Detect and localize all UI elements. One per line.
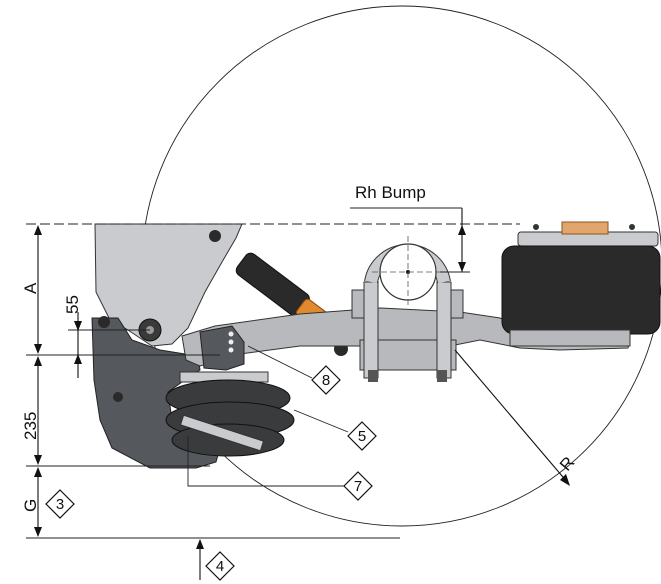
dim-55-arrow-bottom <box>74 354 82 364</box>
dim-a-arrow-bottom <box>34 344 42 354</box>
bracket-bolt-low <box>113 392 123 402</box>
rh-bump-arrow-top <box>458 225 466 235</box>
svg-text:7: 7 <box>354 478 362 495</box>
arm-clevis <box>199 325 245 371</box>
rear-airbag-orange-plate <box>561 221 609 235</box>
dim-g-arrow-bottom <box>34 527 42 537</box>
dim-55-label: 55 <box>63 295 82 314</box>
u-bolt-nut-right <box>437 370 447 382</box>
callout-3: 3 <box>45 489 75 519</box>
u-bolt-left <box>363 281 379 379</box>
radius-line <box>454 349 569 484</box>
rh-bump-arrow-bottom <box>458 262 466 272</box>
dim-4-arrow <box>196 539 204 549</box>
rear-airbag-piston <box>509 329 631 347</box>
clevis-bolt-2 <box>228 339 234 345</box>
dim-g-label: G <box>21 499 40 512</box>
callout-4: 4 <box>205 551 235 581</box>
radius-label: R <box>556 453 578 475</box>
dim-g-arrow-top <box>34 467 42 477</box>
svg-text:5: 5 <box>358 428 366 445</box>
callout-7: 7 <box>343 471 373 501</box>
radius-arrow <box>560 474 570 486</box>
callout-8: 8 <box>311 365 341 395</box>
svg-text:4: 4 <box>216 558 224 575</box>
rh-bump-label: Rh Bump <box>355 183 426 202</box>
rear-stud-1 <box>533 224 539 230</box>
rear-stud-2 <box>629 224 635 230</box>
leader-8 <box>247 345 313 379</box>
dim-235-arrow-top <box>34 356 42 366</box>
dim-a-label: A <box>21 282 40 294</box>
clevis-bolt-3 <box>228 347 234 353</box>
front-airbag-bottom-plate <box>179 414 265 452</box>
u-bolt-nut-left <box>368 370 378 382</box>
dim-235-arrow-bottom <box>34 455 42 465</box>
bracket-bolt-left <box>98 316 110 328</box>
trailing-arm <box>181 307 631 367</box>
leader-7 <box>187 436 344 487</box>
rear-airbag-body <box>501 245 661 335</box>
spacer-left <box>351 289 365 319</box>
spacer-right <box>450 289 464 319</box>
u-bolt-right <box>436 281 452 379</box>
dim-a-arrow-top <box>34 225 42 235</box>
svg-text:8: 8 <box>322 372 330 389</box>
dim-55-arrow-top <box>74 321 82 331</box>
dim-235-label: 235 <box>21 412 40 440</box>
svg-text:3: 3 <box>56 496 64 513</box>
bracket-bolt-top <box>209 230 221 242</box>
clevis-bolt-1 <box>228 331 234 337</box>
callout-5: 5 <box>347 421 377 451</box>
hanger-bracket-upper <box>94 223 243 347</box>
leader-5 <box>293 409 349 433</box>
